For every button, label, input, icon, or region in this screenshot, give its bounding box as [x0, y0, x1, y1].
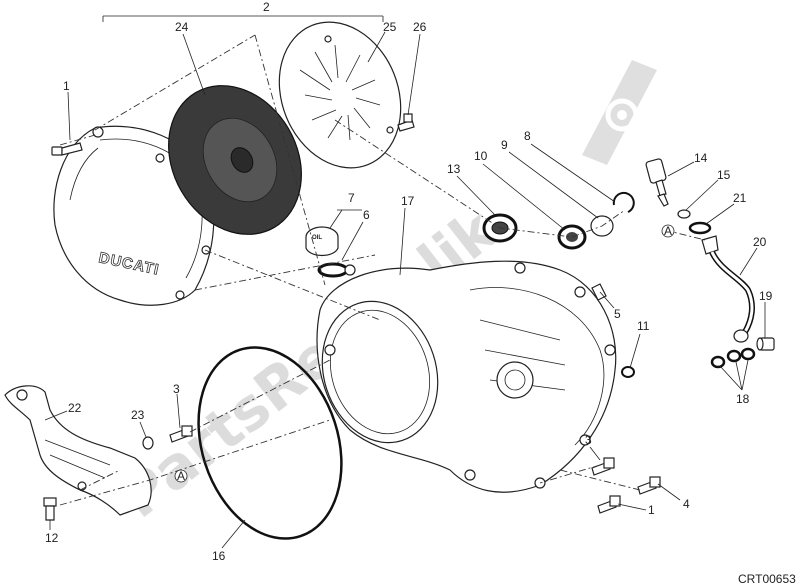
callout-17: 17 [401, 194, 415, 208]
callout-8: 8 [524, 129, 531, 143]
callout-23: 23 [131, 408, 145, 422]
washer-15 [677, 209, 691, 219]
alignment-lines [59, 34, 706, 506]
callout-16: 16 [212, 549, 226, 563]
callouts: 2 24 25 26 1 7 6 17 13 10 9 8 14 15 21 2… [45, 0, 773, 563]
callout-1-bottom: 1 [648, 503, 655, 517]
o-ring-21 [688, 221, 712, 235]
plug-19 [756, 337, 775, 351]
callout-22: 22 [68, 401, 82, 415]
screw-26 [397, 113, 415, 132]
callout-3-right: 3 [585, 433, 592, 447]
svg-text:A: A [177, 469, 185, 483]
callout-19: 19 [759, 289, 773, 303]
callout-10: 10 [474, 149, 488, 163]
crankcase-cover [316, 260, 617, 493]
reference-marker-a-right: A [661, 224, 675, 238]
drawing-code: CRT00653 [738, 572, 796, 586]
callout-25: 25 [383, 20, 397, 34]
ring-11 [621, 366, 635, 378]
reference-marker-a-left: A [174, 469, 188, 483]
mounting-bracket [4, 385, 152, 516]
temperature-sensor [645, 158, 669, 207]
callout-15: 15 [717, 168, 731, 182]
dowel-5 [591, 283, 607, 301]
gasket-16 [197, 346, 343, 540]
callout-1-top: 1 [63, 79, 70, 93]
callout-9: 9 [501, 138, 508, 152]
circlip-8 [612, 191, 635, 213]
callout-21: 21 [733, 191, 747, 205]
clutch-pressure-plate [168, 85, 302, 235]
bolt-3-right [591, 457, 615, 476]
oil-cap-label: OIL [312, 235, 322, 241]
washer-23 [142, 436, 154, 450]
callout-13: 13 [447, 162, 461, 176]
leader-lines [44, 31, 766, 549]
o-ring-6 [317, 262, 349, 278]
group-bracket [102, 15, 384, 22]
bolt-1-bottom [597, 495, 621, 514]
washer-18a [710, 355, 726, 369]
callout-6: 6 [363, 208, 370, 222]
gear-icon [582, 60, 657, 165]
callout-7: 7 [348, 191, 355, 205]
callout-5: 5 [614, 307, 621, 321]
svg-text:A: A [664, 224, 672, 238]
callout-12: 12 [45, 531, 59, 545]
bolt-4 [637, 476, 661, 495]
oil-seal-10 [557, 224, 587, 250]
callout-18: 18 [736, 392, 750, 406]
oil-filler-cap: OIL [305, 226, 339, 257]
breather-pipe [701, 235, 755, 343]
callout-26: 26 [413, 20, 427, 34]
bolt-3-left [169, 425, 193, 443]
bolt-12 [43, 497, 57, 521]
callout-20: 20 [753, 235, 767, 249]
washer-18c [740, 347, 756, 361]
callout-3-left: 3 [173, 382, 180, 396]
callout-14: 14 [694, 151, 708, 165]
callout-2: 2 [263, 0, 270, 14]
washer-18b [726, 349, 742, 363]
callout-24: 24 [175, 20, 189, 34]
callout-11: 11 [637, 319, 650, 333]
bolt-1-top [51, 142, 83, 156]
callout-4: 4 [683, 497, 690, 511]
